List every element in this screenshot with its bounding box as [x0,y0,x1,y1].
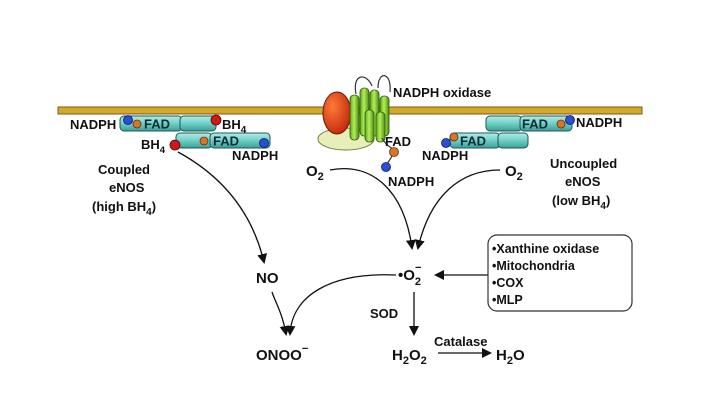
right-fad-bottom-label: FAD [460,134,486,149]
coupled-enos-line1: Coupled [98,162,150,177]
arrow-superoxide-to-peroxynitrite [285,274,397,336]
sod-label: SOD [370,306,398,321]
left-nadph-top-label: NADPH [70,117,116,132]
arrow-no-to-peroxynitrite [271,291,290,336]
source-mlp: •MLP [492,293,523,307]
coupled-enos-complex: FAD FAD [119,114,271,151]
left-orange-dot-bottom [199,136,209,146]
right-domain-top-left [485,115,523,132]
superoxide-label: •O2− [398,262,421,288]
left-fad-bottom-label: FAD [213,134,239,149]
source-cox: •COX [492,276,524,290]
left-nadph-bottom-label: NADPH [232,148,278,163]
left-bh4-bottom-label: BH4 [141,137,166,156]
right-nadph-top-label: NADPH [576,115,622,130]
coupled-enos-line3: (high BH4) [92,199,156,218]
oxidase-helix-1 [349,94,360,141]
right-domain-bottom-right [497,132,529,149]
no-label: NO [256,270,279,287]
right-nadph-bottom-label: NADPH [422,148,468,163]
right-fad-top-label: FAD [522,117,548,132]
h2o-label: H2O [496,347,525,367]
center-orange-dot [389,147,399,157]
left-domain-top-right [179,115,217,132]
oxidase-loop-2 [377,75,391,93]
uncoupled-enos-line3: (low BH4) [552,193,610,212]
left-red-dot-top [210,114,222,126]
nadph-oxidase-complex [317,75,399,172]
oxidase-helix-5 [364,109,375,143]
source-mitochondria: •Mitochondria [492,259,576,273]
uncoupled-enos-line2: eNOS [565,174,601,189]
peroxynitrite-label: ONOO− [256,343,308,364]
left-fad-top-label: FAD [144,117,170,132]
arrow-enos-to-no [177,151,267,264]
left-domain-bottom [209,132,271,149]
right-blue-dot-top [565,115,575,125]
o2-right-label: O2 [505,163,523,183]
center-fad-label: FAD [385,134,411,149]
left-blue-dot-top [123,115,133,125]
h2o2-label: H2O2 [392,347,427,367]
o2-left-label: O2 [306,163,324,183]
nadph-oxidase-label: NADPH oxidase [393,85,491,100]
right-blue-dot-bottom [441,138,451,148]
left-blue-dot-bottom [259,138,269,148]
source-xanthine-oxidase: •Xanthine oxidase [492,242,599,256]
uncoupled-enos-complex: FAD FAD [441,115,575,149]
oxidase-red-subunit [322,91,352,135]
left-orange-dot-top [132,119,142,129]
left-bh4-top-label: BH4 [222,117,247,136]
catalase-label: Catalase [434,334,487,349]
oxidase-loop-1 [354,76,373,95]
center-blue-dot [381,162,391,172]
left-red-dot-bottom [169,139,181,151]
arrow-o2-right-to-superoxide [414,169,501,250]
center-nadph-label: NADPH [388,174,434,189]
coupled-enos-line2: eNOS [109,180,145,195]
right-orange-dot-bottom [449,132,459,142]
arrow-o2-left-to-superoxide [329,168,416,250]
oxidase-helix-6 [375,111,386,143]
other-sources-box [487,234,633,312]
right-orange-dot-top [556,119,566,129]
uncoupled-enos-line1: Uncoupled [550,156,617,171]
